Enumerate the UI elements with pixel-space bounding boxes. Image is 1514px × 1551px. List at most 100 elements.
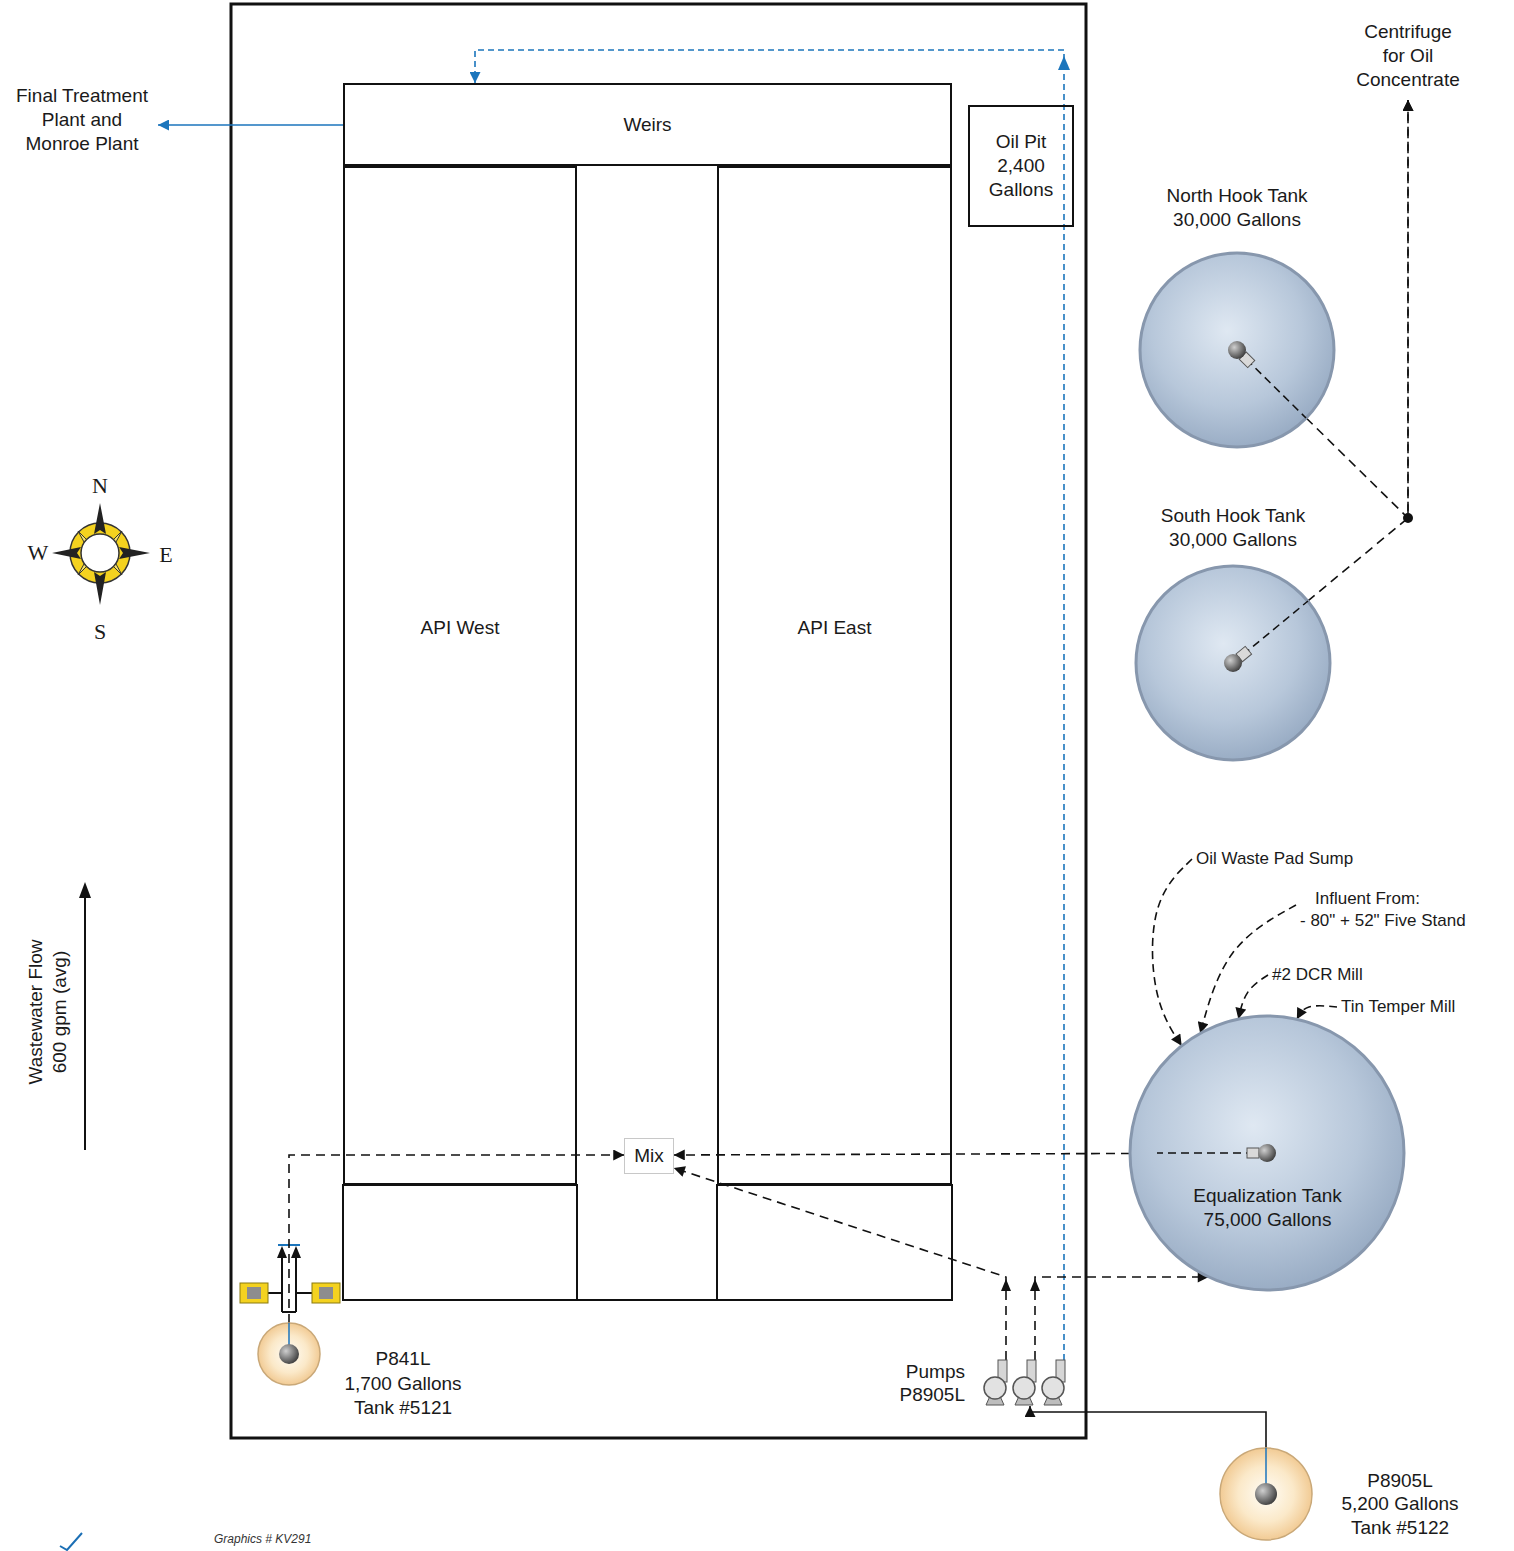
node-text: Centrifuge for Oil Concentrate <box>1352 20 1464 92</box>
flow-connector <box>674 1153 1130 1155</box>
flow-connector <box>158 124 343 126</box>
pump-symbol <box>1013 1377 1035 1399</box>
tank-shape <box>1130 1016 1404 1290</box>
api-separator: API West <box>343 166 577 1185</box>
tank-outline <box>1130 1016 1404 1290</box>
flow-connector <box>1297 1006 1337 1019</box>
compass-ring <box>70 523 130 583</box>
pipe <box>296 1292 312 1294</box>
compass-diagonals <box>78 531 122 575</box>
node-text: API West <box>421 616 500 640</box>
compass-letter: E <box>151 542 181 568</box>
destination-label: Centrifuge for Oil Concentrate <box>1348 20 1468 100</box>
node-text: Equalization Tank 75,000 Gallons <box>1185 1184 1350 1232</box>
compass-center <box>81 534 119 572</box>
flow-label: Wastewater Flow 600 gpm (avg) <box>23 935 71 1090</box>
equalization-tank: Equalization Tank 75,000 Gallons <box>1130 1016 1404 1290</box>
hook-tank: South Hook Tank 30,000 Gallons <box>1126 502 1341 762</box>
valve <box>312 1283 340 1303</box>
flow-connector <box>674 1168 1006 1360</box>
node-text: P8905L <box>1335 1469 1465 1493</box>
valve <box>1228 341 1246 359</box>
destination-label: Final Treatment Plant and Monroe Plant <box>6 84 158 156</box>
valve-actuator <box>319 1287 333 1299</box>
pump-symbol <box>1042 1377 1064 1399</box>
influent-source: Tin Temper Mill <box>1337 996 1459 1018</box>
logo-mark <box>60 1533 82 1550</box>
hook-tank: North Hook Tank 30,000 Gallons <box>1130 182 1345 450</box>
flow-arrowhead <box>79 882 91 898</box>
node-text: API East <box>798 616 872 640</box>
tank-outlet <box>1255 1483 1277 1505</box>
influent-source: Influent From:- 80" + 52" Five Stand <box>1296 888 1470 932</box>
compass-west-point <box>52 547 81 559</box>
pump-group: Pumps P8905L <box>893 1360 1073 1406</box>
pipe <box>282 1311 296 1313</box>
flow-connector <box>1152 859 1192 1046</box>
flow-connector <box>1238 975 1268 1019</box>
flow-connector <box>475 50 1064 1360</box>
arrowhead <box>291 1246 301 1258</box>
tank-shape <box>1220 1448 1312 1540</box>
api-east-inlet-bay <box>717 1185 952 1300</box>
tank-shape <box>1136 566 1330 760</box>
valve <box>1224 654 1242 672</box>
node-text: South Hook Tank 30,000 Gallons <box>1148 504 1318 552</box>
pipe <box>281 1252 283 1312</box>
compass-letter: W <box>23 540 53 566</box>
outlet-pipe <box>1237 350 1306 418</box>
valve <box>240 1283 268 1303</box>
node-subtext: 1,700 Gallons Tank #5121 <box>338 1372 468 1420</box>
node-text: #2 DCR Mill <box>1272 964 1363 986</box>
flow-connector <box>289 1155 624 1323</box>
compass-north-point <box>94 503 106 534</box>
node-subtext: 5,200 Gallons Tank #5122 <box>1335 1492 1465 1540</box>
pipe <box>295 1252 297 1312</box>
node-text: North Hook Tank 30,000 Gallons <box>1152 184 1322 232</box>
graphics-number: Graphics # KV291 <box>214 1532 311 1546</box>
node-text: Pumps P8905L <box>893 1360 965 1406</box>
node-text: Oil Waste Pad Sump <box>1196 848 1353 870</box>
p841l-valve-manifold <box>240 1245 340 1312</box>
compass-letter: S <box>85 619 115 645</box>
mix-box: Mix <box>624 1138 674 1174</box>
chemical-tank: P8905L5,200 Gallons Tank #5122 <box>1218 1446 1478 1542</box>
compass-east-point <box>119 547 150 559</box>
compass-letter: N <box>85 473 115 499</box>
tank-shape <box>1140 253 1334 447</box>
arrowhead <box>277 1246 287 1258</box>
flow-connector <box>1030 1406 1266 1448</box>
flow-connector <box>1035 1277 1209 1360</box>
tank-outlet <box>279 1344 299 1364</box>
channel-bottom <box>577 1299 717 1301</box>
node-text: Weirs <box>623 113 671 137</box>
node-subtext: - 80" + 52" Five Stand <box>1300 910 1466 932</box>
site-boundary <box>231 4 1086 1438</box>
outlet-pipe <box>1233 601 1308 663</box>
chemical-tank: P841L1,700 Gallons Tank #5121 <box>255 1320 475 1426</box>
node-text: Mix <box>634 1144 664 1168</box>
node-text: Influent From: <box>1315 888 1466 910</box>
api-separator: API East <box>717 166 952 1185</box>
node-text: Tin Temper Mill <box>1341 996 1455 1018</box>
valve-actuator <box>247 1287 261 1299</box>
valve-body <box>1247 1148 1259 1158</box>
pump-symbol <box>984 1377 1006 1399</box>
node-text: Final Treatment Plant and Monroe Plant <box>10 84 154 156</box>
api-west-inlet-bay <box>343 1185 577 1300</box>
influent-source: Oil Waste Pad Sump <box>1192 848 1357 870</box>
weir-band: Weirs <box>343 83 952 166</box>
compass-rose <box>52 503 150 605</box>
oil-pit: Oil Pit 2,400 Gallons <box>968 105 1074 227</box>
compass-south-point <box>94 572 106 605</box>
node-text: P841L <box>338 1347 468 1371</box>
flow-arrow <box>84 896 86 1150</box>
pipe <box>268 1292 282 1294</box>
node-text: Oil Pit 2,400 Gallons <box>976 130 1066 202</box>
valve <box>1258 1144 1276 1162</box>
influent-source: #2 DCR Mill <box>1268 964 1367 986</box>
tank-shape <box>258 1323 320 1385</box>
